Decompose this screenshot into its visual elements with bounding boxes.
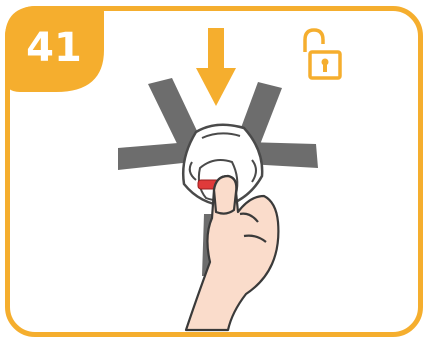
left-waist-strap <box>118 142 192 170</box>
down-arrow-icon <box>196 28 236 106</box>
unlock-icon <box>305 30 340 78</box>
